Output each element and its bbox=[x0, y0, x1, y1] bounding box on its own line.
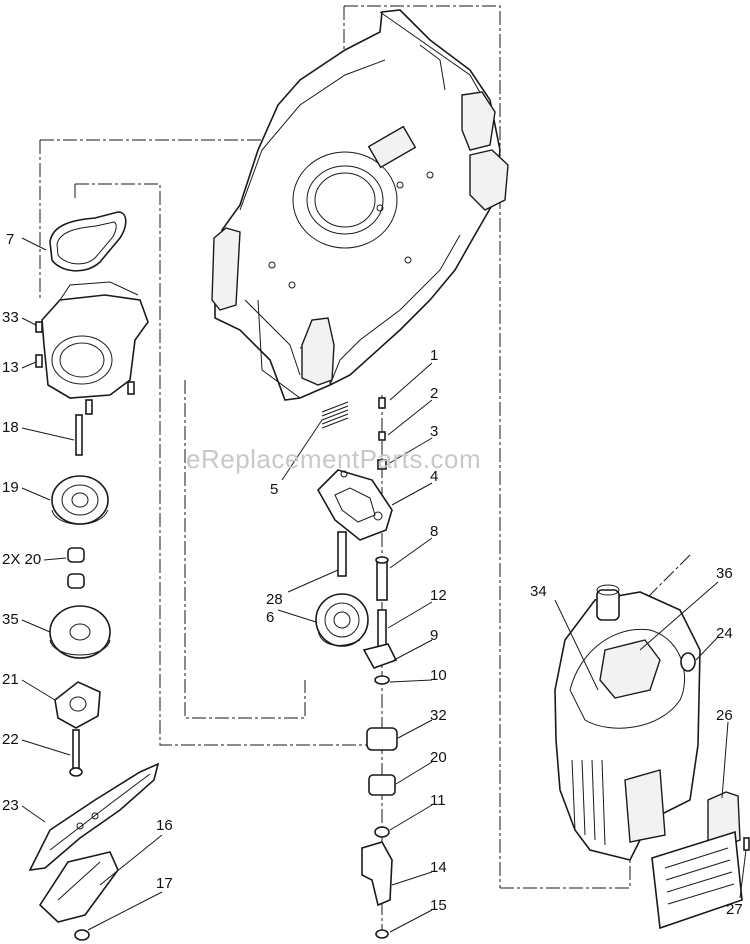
callout-9: 9 bbox=[430, 627, 438, 644]
bracket-part bbox=[317, 469, 393, 541]
callout-2: 2 bbox=[430, 385, 438, 402]
callout-27: 27 bbox=[726, 901, 743, 918]
callout-20: 20 bbox=[430, 749, 447, 766]
left-parts-stack bbox=[28, 211, 160, 941]
callout-24: 24 bbox=[716, 625, 733, 642]
callout-28: 28 bbox=[266, 591, 283, 608]
callout-11: 11 bbox=[430, 792, 446, 809]
callout-17: 17 bbox=[156, 875, 173, 892]
callout-23: 23 bbox=[2, 797, 19, 814]
callout-14: 14 bbox=[430, 859, 447, 876]
watermark-text: eReplacementParts.com bbox=[186, 444, 481, 474]
right-parts-stack bbox=[361, 397, 398, 939]
callout-3: 3 bbox=[430, 423, 438, 440]
callout-1: 1 bbox=[430, 347, 438, 364]
pulley-assembly-center bbox=[315, 531, 369, 647]
callout-13: 13 bbox=[2, 359, 19, 376]
callout-26: 26 bbox=[716, 707, 733, 724]
callout-35: 35 bbox=[2, 611, 19, 628]
callout-34: 34 bbox=[530, 583, 547, 600]
callout-8: 8 bbox=[430, 523, 438, 540]
callout-33: 33 bbox=[2, 309, 19, 326]
callout-32: 32 bbox=[430, 707, 447, 724]
callout-18: 18 bbox=[2, 419, 19, 436]
callout-12: 12 bbox=[430, 587, 447, 604]
callout-36: 36 bbox=[716, 565, 733, 582]
callout-7: 7 bbox=[6, 231, 14, 248]
engine-assembly bbox=[554, 584, 750, 930]
callout-15: 15 bbox=[430, 897, 447, 914]
callout-10: 10 bbox=[430, 667, 447, 684]
callout-16: 16 bbox=[156, 817, 173, 834]
callout-6: 6 bbox=[266, 609, 274, 626]
callout-19: 19 bbox=[2, 479, 19, 496]
callout-22: 22 bbox=[2, 731, 19, 748]
callout-2x20: 2X 20 bbox=[2, 551, 41, 568]
callout-labels: 7 33 13 18 19 2X 20 35 21 22 23 16 17 1 … bbox=[2, 231, 743, 918]
callout-21: 21 bbox=[2, 671, 19, 688]
callout-leader-lines bbox=[21, 237, 747, 933]
callout-4: 4 bbox=[430, 468, 438, 485]
spring-part bbox=[321, 401, 349, 429]
mower-deck-housing bbox=[211, 9, 509, 401]
callout-5: 5 bbox=[270, 481, 278, 498]
